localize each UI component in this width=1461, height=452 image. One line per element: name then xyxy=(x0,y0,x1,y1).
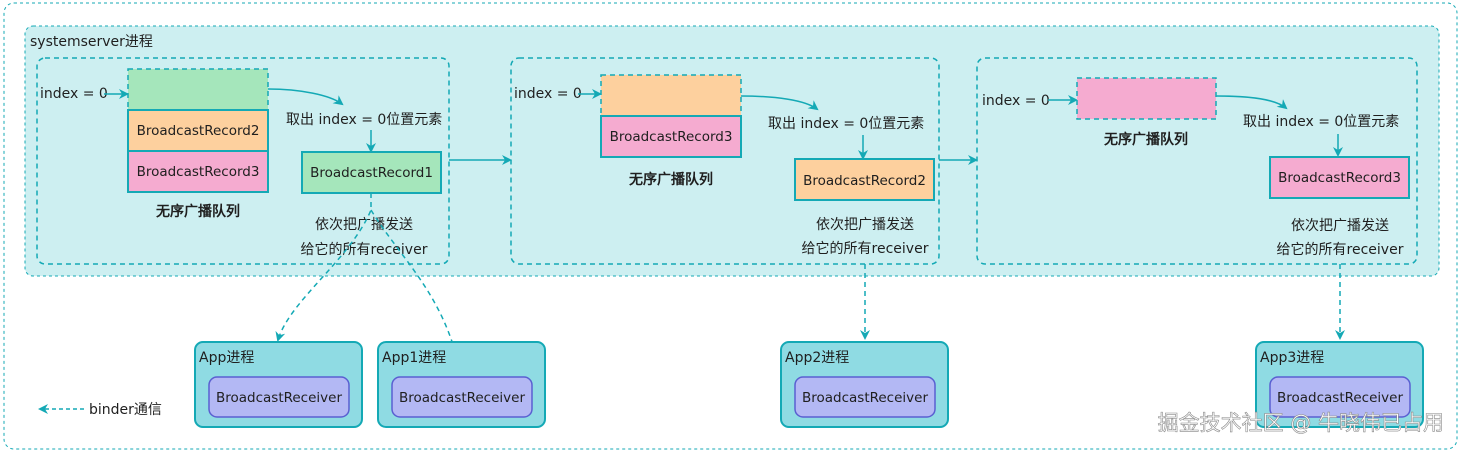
send-line-2: 给它的所有receiver xyxy=(1277,241,1404,258)
legend: binder通信 xyxy=(38,402,162,418)
queue-caption: 无序广播队列 xyxy=(628,171,713,188)
queue-item-label: BroadcastRecord3 xyxy=(610,129,733,145)
queue-item-label: BroadcastRecord2 xyxy=(137,123,260,139)
taken-record xyxy=(1269,156,1410,199)
receiver-label: BroadcastReceiver xyxy=(1277,390,1403,406)
app-process: App进程 BroadcastReceiver xyxy=(194,341,363,428)
take-label: 取出 index = 0位置元素 xyxy=(768,116,924,132)
receiver-label: BroadcastReceiver xyxy=(216,390,342,406)
watermark: 掘金技术社区 @ 牛晓伟已占用 xyxy=(1158,411,1444,435)
take-label: 取出 index = 0位置元素 xyxy=(286,112,442,128)
app-process: App3进程 BroadcastReceiver xyxy=(1255,341,1424,428)
send-line-2: 给它的所有receiver xyxy=(301,241,428,258)
taken-record-label: BroadcastRecord2 xyxy=(803,173,926,189)
queue-slot-empty xyxy=(127,68,269,111)
take-label: 取出 index = 0位置元素 xyxy=(1243,114,1399,130)
app-process: App1进程 BroadcastReceiver xyxy=(377,341,546,428)
outer-frame xyxy=(3,2,1458,450)
index-label: index = 0 xyxy=(514,86,582,102)
legend-label: binder通信 xyxy=(89,402,162,418)
receiver-label: BroadcastReceiver xyxy=(802,390,928,406)
queue-caption: 无序广播队列 xyxy=(155,203,240,220)
app-process: App2进程 BroadcastReceiver xyxy=(780,341,949,428)
systemserver-label: systemserver进程 xyxy=(30,34,153,50)
taken-record-label: BroadcastRecord3 xyxy=(1278,170,1401,186)
index-label: index = 0 xyxy=(982,93,1050,109)
send-line-1: 依次把广播发送 xyxy=(315,217,413,233)
app-title: App1进程 xyxy=(382,350,446,366)
app-title: App2进程 xyxy=(785,350,849,366)
queue-caption: 无序广播队列 xyxy=(1103,131,1188,148)
send-line-1: 依次把广播发送 xyxy=(816,217,914,233)
queue-item-label: BroadcastRecord3 xyxy=(137,164,260,180)
app-title: App3进程 xyxy=(1260,350,1324,366)
receiver-box xyxy=(1269,376,1411,418)
queue-slot xyxy=(600,115,742,158)
receiver-box xyxy=(208,376,350,418)
app-title: App进程 xyxy=(199,350,254,366)
binder-connector xyxy=(370,209,464,374)
queue-slot-empty xyxy=(1076,77,1217,120)
panel-2: index = 0 BroadcastRecord3 无序广播队列 取出 ind… xyxy=(510,57,940,265)
index-label: index = 0 xyxy=(40,86,108,102)
taken-record-label: BroadcastRecord1 xyxy=(310,165,433,181)
send-line-2: 给它的所有receiver xyxy=(802,240,929,257)
panel-1: index = 0 BroadcastRecord2 BroadcastReco… xyxy=(36,57,450,265)
receiver-label: BroadcastReceiver xyxy=(399,390,525,406)
panel-3: index = 0 无序广播队列 取出 index = 0位置元素 Broadc… xyxy=(976,57,1418,265)
queue-slot-empty xyxy=(600,74,742,117)
send-line-1: 依次把广播发送 xyxy=(1291,218,1389,234)
queue-slot xyxy=(127,150,269,193)
receiver-box xyxy=(391,376,533,418)
taken-record xyxy=(794,158,935,201)
receiver-box xyxy=(794,376,936,418)
